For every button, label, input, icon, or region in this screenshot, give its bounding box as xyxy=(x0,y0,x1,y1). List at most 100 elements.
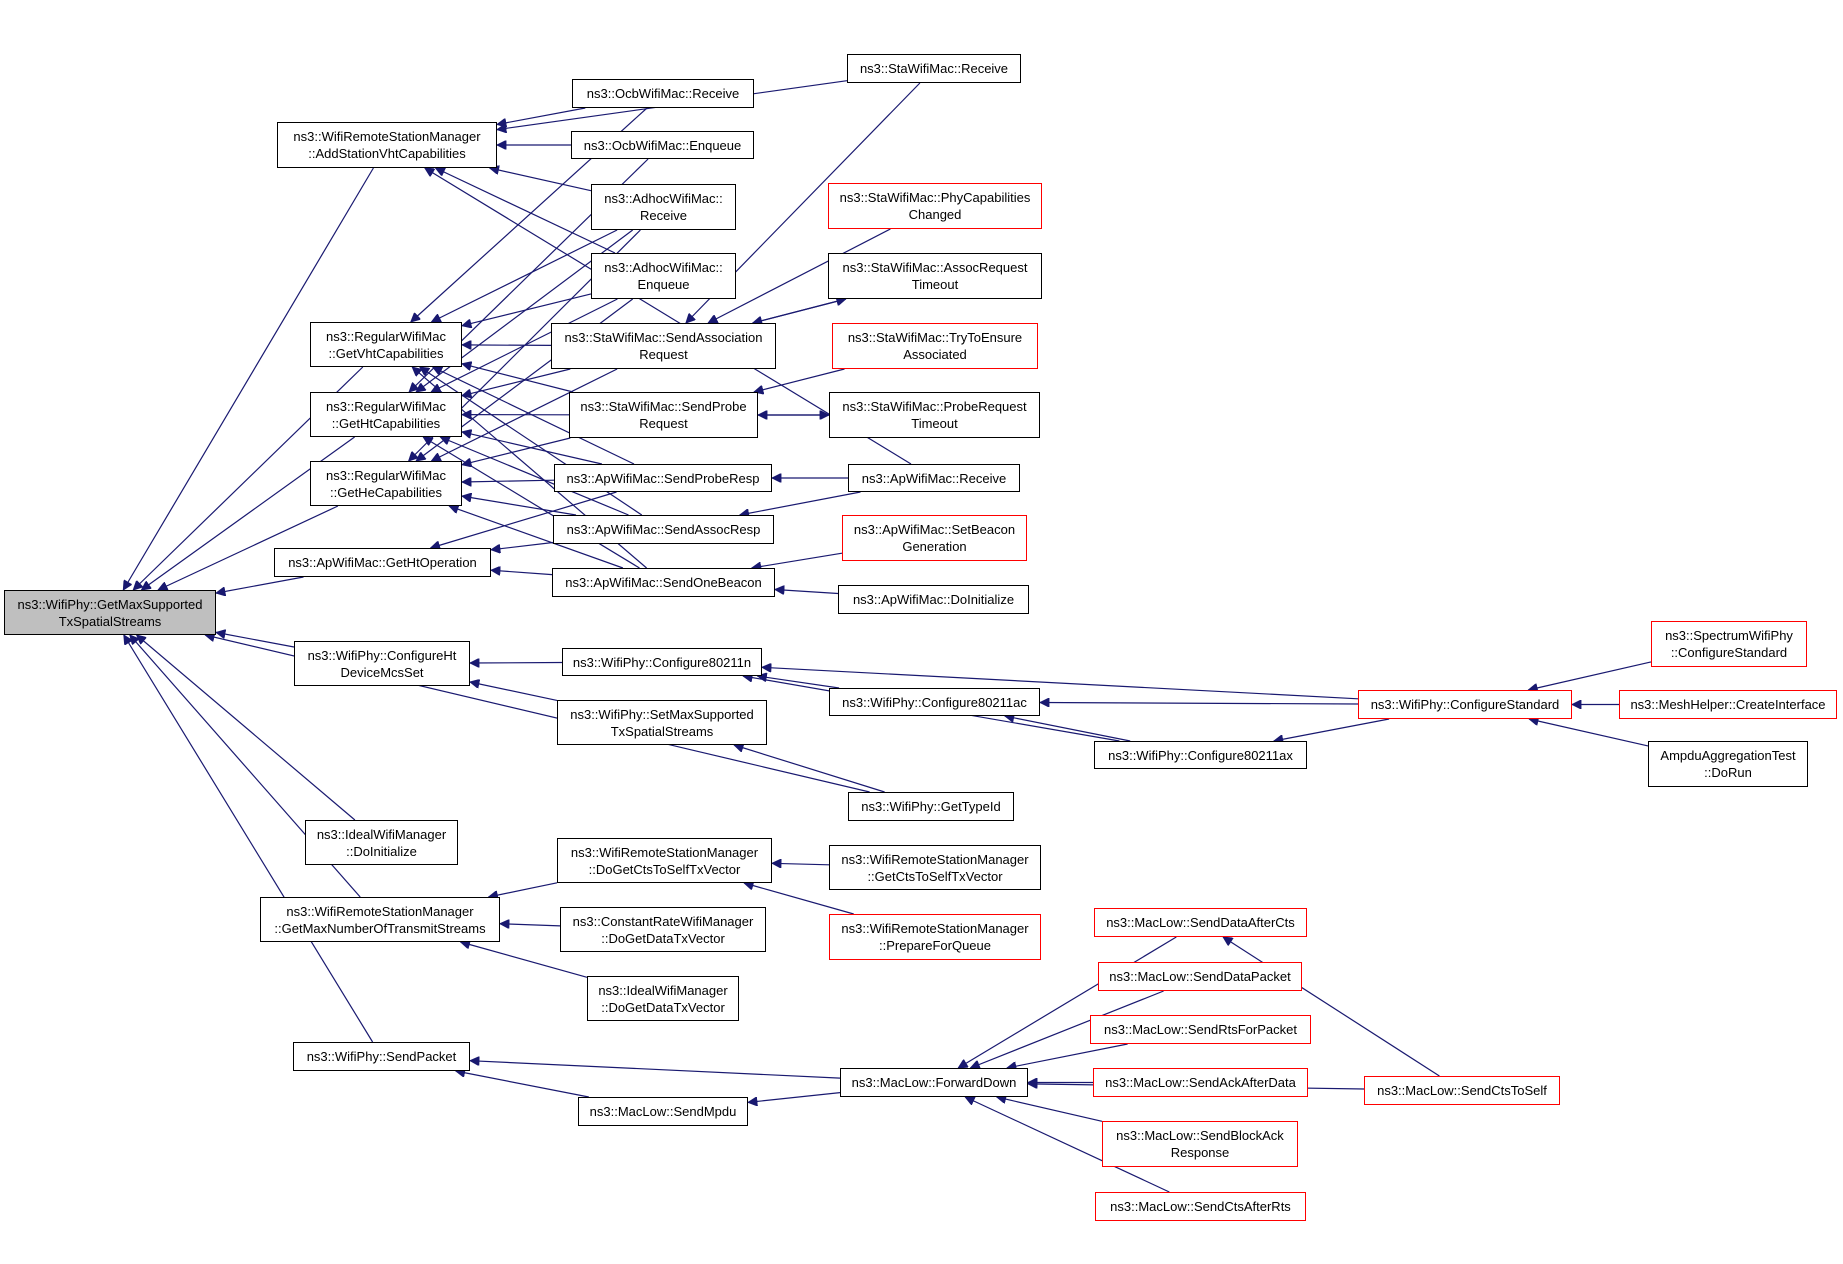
node-ocb-recv[interactable]: ns3::OcbWifiMac::Receive xyxy=(572,79,754,108)
edge-phy_confht-to-root xyxy=(216,632,295,648)
node-label: ns3::MacLow::SendMpdu xyxy=(590,1103,737,1120)
node-wrsm-getmax[interactable]: ns3::WifiRemoteStationManager::GetMaxNum… xyxy=(260,897,500,942)
node-label: ns3::MeshHelper::CreateInterface xyxy=(1630,696,1825,713)
node-maclow-ctstoself[interactable]: ns3::MacLow::SendCtsToSelf xyxy=(1364,1076,1560,1105)
edge-sta_sendprobe-to-rwm_he xyxy=(462,437,571,465)
edge-wrsm_addvht-to-root xyxy=(122,167,374,590)
edge-phy_gettypeid-to-phy_setmax xyxy=(734,745,885,793)
edge-sta_sendassoc-to-rwm_ht xyxy=(462,368,571,396)
edge-ap_sendprobeesp-to-rwm_vht xyxy=(433,367,635,465)
node-label-line1: ns3::WifiRemoteStationManager xyxy=(841,851,1029,867)
node-wrsm-docts[interactable]: ns3::WifiRemoteStationManager::DoGetCtsT… xyxy=(557,838,772,883)
edge-ideal_doinit-to-root xyxy=(137,635,356,821)
node-rwm-he[interactable]: ns3::RegularWifiMac::GetHeCapabilities xyxy=(310,461,462,506)
node-spectrum-confstd[interactable]: ns3::SpectrumWifiPhy::ConfigureStandard xyxy=(1651,621,1807,667)
node-label: ns3::OcbWifiMac::Enqueue xyxy=(584,137,742,154)
node-ap-recv[interactable]: ns3::ApWifiMac::Receive xyxy=(848,464,1020,492)
node-label: ns3::RegularWifiMac::GetHeCapabilities xyxy=(326,467,446,501)
node-maclow-sendmpdu[interactable]: ns3::MacLow::SendMpdu xyxy=(578,1097,748,1126)
node-const-dodata[interactable]: ns3::ConstantRateWifiManager::DoGetDataT… xyxy=(560,907,766,952)
node-phy-sendpacket[interactable]: ns3::WifiPhy::SendPacket xyxy=(293,1042,470,1071)
node-label-line1: ns3::MacLow::SendAckAfterData xyxy=(1105,1075,1296,1090)
node-label: ns3::WifiPhy::GetTypeId xyxy=(861,798,1000,815)
edge-phy_80211ac-to-phy_80211n xyxy=(757,676,840,689)
node-ideal-doinit[interactable]: ns3::IdealWifiManager::DoInitialize xyxy=(305,820,458,865)
edge-ap_sendprobeesp-to-ap_htop xyxy=(431,491,617,548)
node-label: ns3::MacLow::SendAckAfterData xyxy=(1105,1074,1296,1091)
node-label-line1: ns3::MacLow::SendDataPacket xyxy=(1109,969,1291,984)
node-label-line2: Response xyxy=(1170,1145,1230,1160)
node-label-line2: ::GetHtCapabilities xyxy=(331,415,441,431)
node-label: ns3::MacLow::SendCtsToSelf xyxy=(1377,1082,1547,1099)
node-adhoc-recv[interactable]: ns3::AdhocWifiMac::Receive xyxy=(591,184,736,230)
node-wrsm-prepare[interactable]: ns3::WifiRemoteStationManager::PrepareFo… xyxy=(829,914,1041,960)
edge-wrsm_prepare-to-wrsm_docts xyxy=(744,883,854,915)
edge-sta_phycap-to-sta_sendassoc xyxy=(708,228,891,324)
node-label: ns3::ApWifiMac::GetHtOperation xyxy=(288,554,477,571)
node-label: ns3::ApWifiMac::SendOneBeacon xyxy=(565,574,762,591)
node-ocb-enq[interactable]: ns3::OcbWifiMac::Enqueue xyxy=(571,131,754,159)
edge-ampdu_dorun-to-phy_confstd xyxy=(1529,719,1649,747)
node-ap-sendassocresp[interactable]: ns3::ApWifiMac::SendAssocResp xyxy=(553,515,774,544)
node-label-line2: Timeout xyxy=(911,277,959,292)
node-maclow-rtsforpacket[interactable]: ns3::MacLow::SendRtsForPacket xyxy=(1090,1015,1311,1044)
node-ap-sendprobeesp[interactable]: ns3::ApWifiMac::SendProbeResp xyxy=(554,464,772,492)
node-phy-gettypeid[interactable]: ns3::WifiPhy::GetTypeId xyxy=(848,792,1014,821)
node-ap-doinit[interactable]: ns3::ApWifiMac::DoInitialize xyxy=(838,585,1029,614)
node-phy-80211ac[interactable]: ns3::WifiPhy::Configure80211ac xyxy=(829,688,1040,716)
node-label: ns3::MacLow::ForwardDown xyxy=(852,1074,1017,1091)
node-label-line2: ::DoGetDataTxVector xyxy=(601,999,725,1015)
node-label-line1: ns3::StaWifiMac::Receive xyxy=(859,61,1009,76)
node-label-line1: ns3::RegularWifiMac xyxy=(326,398,446,414)
node-maclow-fwd[interactable]: ns3::MacLow::ForwardDown xyxy=(840,1068,1028,1097)
node-ap-sendbeacon[interactable]: ns3::ApWifiMac::SendOneBeacon xyxy=(552,568,775,597)
node-adhoc-enq[interactable]: ns3::AdhocWifiMac::Enqueue xyxy=(591,253,736,299)
node-maclow-datapacket[interactable]: ns3::MacLow::SendDataPacket xyxy=(1098,962,1302,991)
node-label-line1: ns3::MacLow::SendDataAfterCts xyxy=(1106,915,1295,930)
node-label-line1: ns3::StaWifiMac::ProbeRequest xyxy=(842,399,1027,414)
edge-adhoc_recv-to-wrsm_addvht xyxy=(490,168,592,192)
node-phy-confstd[interactable]: ns3::WifiPhy::ConfigureStandard xyxy=(1358,690,1572,719)
node-label-line1: ns3::MacLow::ForwardDown xyxy=(851,1075,1017,1090)
edge-ap_htop-to-root xyxy=(216,576,304,593)
node-label: ns3::MacLow::SendRtsForPacket xyxy=(1104,1021,1297,1038)
node-mesh-create[interactable]: ns3::MeshHelper::CreateInterface xyxy=(1619,690,1837,719)
node-phy-80211n[interactable]: ns3::WifiPhy::Configure80211n xyxy=(562,648,762,676)
node-label-line2: DeviceMcsSet xyxy=(340,664,424,680)
node-label-line1: ns3::WifiPhy::GetTypeId xyxy=(861,799,1001,814)
edge-ap_sendassocresp-to-ap_htop xyxy=(491,541,554,550)
node-label-line1: ns3::WifiPhy::ConfigureStandard xyxy=(1370,697,1560,712)
node-label-line1: ns3::StaWifiMac::TryToEnsure xyxy=(847,330,1023,345)
edge-ap_sendprobeesp-to-rwm_he xyxy=(462,480,555,482)
node-label-line2: Receive xyxy=(640,208,687,223)
node-ampdu-dorun[interactable]: AmpduAggregationTest::DoRun xyxy=(1648,741,1808,787)
node-wrsm-getcts[interactable]: ns3::WifiRemoteStationManager::GetCtsToS… xyxy=(829,845,1041,890)
node-label-line2: TxSpatialStreams xyxy=(610,723,714,739)
node-label: ns3::WifiRemoteStationManager::GetMaxNum… xyxy=(274,903,485,937)
node-rwm-ht[interactable]: ns3::RegularWifiMac::GetHtCapabilities xyxy=(310,392,462,437)
node-ideal-dodata[interactable]: ns3::IdealWifiManager::DoGetDataTxVector xyxy=(587,976,739,1021)
node-phy-80211ax[interactable]: ns3::WifiPhy::Configure80211ax xyxy=(1094,741,1307,769)
node-maclow-ackafterdata[interactable]: ns3::MacLow::SendAckAfterData xyxy=(1093,1068,1308,1097)
node-label: ns3::ApWifiMac::SendProbeResp xyxy=(567,470,760,487)
node-rwm-vht[interactable]: ns3::RegularWifiMac::GetVhtCapabilities xyxy=(310,322,462,367)
node-ap-htop[interactable]: ns3::ApWifiMac::GetHtOperation xyxy=(274,548,491,577)
node-wrsm-addvht[interactable]: ns3::WifiRemoteStationManager::AddStatio… xyxy=(277,122,497,168)
node-sta-recv[interactable]: ns3::StaWifiMac::Receive xyxy=(847,54,1021,83)
node-label-line1: ns3::ApWifiMac::DoInitialize xyxy=(852,592,1015,607)
node-maclow-dataaftercts[interactable]: ns3::MacLow::SendDataAfterCts xyxy=(1094,908,1307,937)
node-maclow-ctsafterrts[interactable]: ns3::MacLow::SendCtsAfterRts xyxy=(1095,1192,1306,1221)
